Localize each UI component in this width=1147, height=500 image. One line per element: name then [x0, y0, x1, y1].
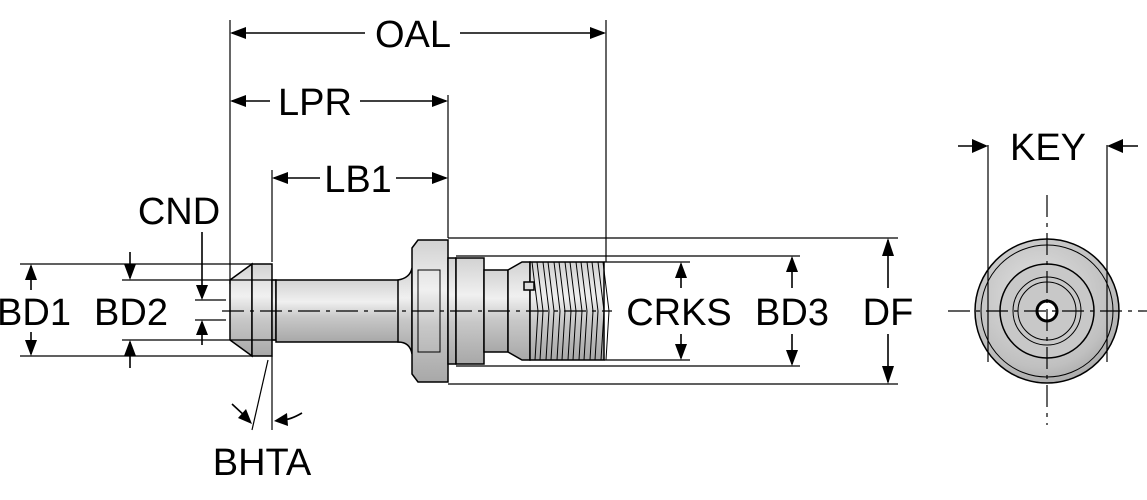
arrow-diagonal-icon [238, 409, 252, 424]
dimension-cnd [196, 232, 208, 345]
arrow-right-icon [432, 95, 448, 107]
label-bd2: BD2 [94, 292, 168, 334]
label-oal: OAL [375, 14, 451, 56]
label-crks: CRKS [626, 292, 732, 334]
label-lpr: LPR [278, 82, 352, 124]
dimension-oal [230, 27, 606, 39]
dimension-lb1 [272, 172, 448, 184]
dimension-crks [675, 262, 687, 360]
arrow-up-icon [786, 256, 798, 272]
thread-crest-line [553, 261, 561, 361]
dimension-bd1 [25, 264, 37, 356]
thread-notch [523, 281, 535, 291]
dimension-bhta [231, 403, 303, 426]
dimension-key [958, 139, 1138, 153]
dimension-df [882, 238, 894, 384]
label-key: KEY [1010, 127, 1086, 169]
arrow-right-icon [432, 172, 448, 184]
arrow-down-icon [25, 340, 37, 356]
label-lb1: LB1 [324, 159, 392, 201]
arrow-up-icon [675, 262, 687, 278]
arrow-up-icon [882, 238, 894, 256]
arrow-down-icon [196, 285, 208, 300]
label-bd1: BD1 [0, 292, 71, 334]
arrow-left-icon [230, 27, 246, 39]
arrow-left-icon [274, 413, 288, 426]
head-band [251, 263, 273, 357]
label-cnd: CND [138, 191, 220, 233]
label-bhta: BHTA [213, 442, 312, 484]
arrow-down-icon [675, 344, 687, 360]
arrow-left-icon [230, 95, 246, 107]
arrow-down-icon [786, 350, 798, 366]
arrow-right-icon [972, 139, 988, 153]
arrow-left-icon [1107, 139, 1123, 153]
thread-root-line [580, 261, 588, 361]
arrow-down-icon [124, 264, 136, 280]
label-df: DF [863, 292, 914, 334]
extension-lines [20, 20, 898, 431]
arrow-up-icon [25, 264, 37, 280]
arrow-up-icon [196, 320, 208, 335]
arrow-left-icon [272, 172, 288, 184]
thread-root-line [591, 261, 599, 361]
arrow-right-icon [590, 27, 606, 39]
arrow-up-icon [124, 340, 136, 356]
arrow-down-icon [882, 366, 894, 384]
dimension-bd2 [124, 252, 136, 368]
thread-crest-line [542, 261, 550, 361]
head-chamfer [229, 262, 253, 358]
dimension-bd3 [786, 256, 798, 366]
dimension-lpr [230, 95, 448, 107]
label-bd3: BD3 [755, 292, 829, 334]
